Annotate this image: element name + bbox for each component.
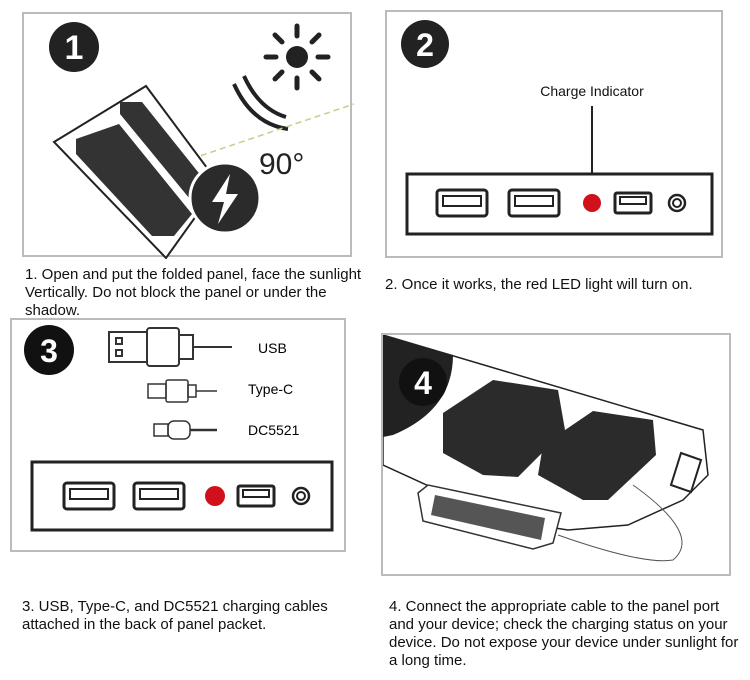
led-indicator	[583, 194, 601, 212]
lightning-bolt-icon	[188, 161, 262, 235]
step-3-illustration: 3 USB Type-C DC5521	[10, 318, 346, 552]
usb-cable-icon	[108, 327, 232, 367]
svg-text:4: 4	[414, 365, 432, 401]
phone-icon	[417, 484, 562, 550]
step-2-illustration: 2 Charge Indicator	[385, 10, 723, 258]
sun-rays-icon	[232, 75, 289, 131]
port-panel	[405, 172, 714, 236]
led-indicator	[205, 486, 225, 506]
step-number-badge: 1	[49, 22, 99, 72]
cable-label-type-c: Type-C	[248, 381, 293, 397]
angle-label: 90°	[259, 148, 304, 181]
charge-indicator-label: Charge Indicator	[540, 83, 644, 99]
step-4-illustration: 4	[381, 333, 731, 576]
step-2-caption: 2. Once it works, the red LED light will…	[385, 276, 693, 293]
step-3-caption: 3. USB, Type-C, and DC5521 charging cabl…	[22, 598, 328, 633]
usb-port-icon	[236, 484, 276, 508]
step-number-badge: 2	[401, 20, 449, 68]
dc5521-cable-icon	[153, 420, 217, 440]
port-panel	[30, 460, 334, 532]
usb-port-icon	[613, 191, 653, 215]
usb-port-icon	[507, 188, 561, 218]
dc-port-icon	[667, 193, 687, 213]
step-number-badge: 4	[399, 358, 447, 406]
sun-icon	[263, 23, 331, 91]
usb-port-icon	[435, 188, 489, 218]
step-number-badge: 3	[24, 325, 74, 375]
dc-port-icon	[291, 486, 311, 506]
usb-port-icon	[62, 481, 116, 511]
step-4-caption: 4. Connect the appropriate cable to the …	[389, 598, 739, 669]
svg-text:1: 1	[65, 29, 84, 67]
solar-panel-icon	[52, 84, 221, 259]
type-c-cable-icon	[147, 379, 217, 403]
svg-text:2: 2	[416, 27, 434, 63]
cable-label-dc5521: DC5521	[248, 422, 300, 438]
step-1-caption: 1. Open and put the folded panel, face t…	[25, 266, 362, 319]
solar-panel-icon	[383, 335, 709, 531]
usb-port-icon	[132, 481, 186, 511]
step-1-illustration: 1 90°	[22, 12, 354, 259]
svg-text:3: 3	[40, 333, 58, 369]
charging-cable	[557, 484, 683, 562]
cable-label-usb: USB	[258, 340, 287, 356]
